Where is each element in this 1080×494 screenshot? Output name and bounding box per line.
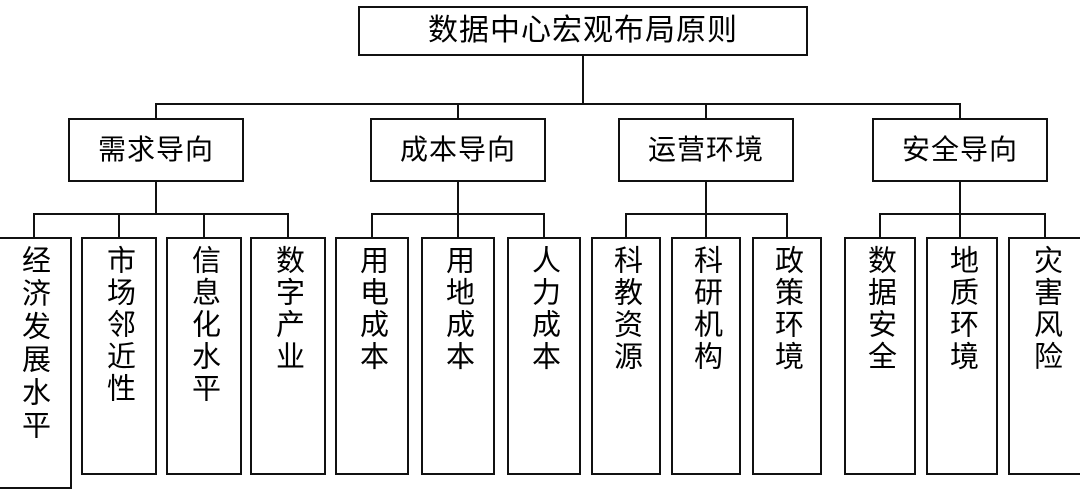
connector-drop-leaf-1-2 [118, 213, 120, 238]
leaf-node-4-3-label: 灾害风险 [1029, 245, 1064, 373]
leaf-node-2-2-label: 用地成本 [441, 245, 476, 373]
leaf-node-1-3-label: 信息化水平 [187, 245, 222, 405]
leaf-node-4-2-label: 地质环境 [945, 245, 980, 373]
connector-drop-cat-3 [705, 103, 707, 119]
connector-group1-bus [33, 213, 289, 215]
connector-drop-leaf-4-1 [879, 213, 881, 238]
leaf-node-3-3[interactable]: 政策环境 [752, 237, 822, 475]
leaf-node-2-2[interactable]: 用地成本 [421, 237, 495, 475]
leaf-node-2-1-label: 用电成本 [355, 245, 390, 373]
category-node-4-label: 安全导向 [901, 133, 1018, 167]
leaf-node-1-4-label: 数字产业 [271, 245, 306, 373]
leaf-node-4-1-label: 数据安全 [863, 245, 898, 373]
leaf-node-4-1[interactable]: 数据安全 [844, 237, 916, 475]
leaf-node-3-3-label: 政策环境 [770, 245, 805, 373]
connector-drop-leaf-4-3 [1044, 213, 1046, 238]
root-node-label: 数据中心宏观布局原则 [428, 13, 738, 49]
connector-stem-cat-1 [155, 182, 157, 214]
connector-group4-bus [879, 213, 1046, 215]
connector-drop-cat-2 [457, 103, 459, 119]
connector-stem-cat-2 [457, 182, 459, 214]
connector-level1-bus [155, 103, 961, 105]
connector-drop-leaf-2-2 [457, 213, 459, 238]
leaf-node-2-1[interactable]: 用电成本 [335, 237, 409, 475]
connector-drop-cat-4 [959, 103, 961, 119]
category-node-1[interactable]: 需求导向 [68, 118, 244, 182]
leaf-node-2-3-label: 人力成本 [527, 245, 562, 373]
connector-drop-leaf-2-3 [543, 213, 545, 238]
connector-root-stem [582, 56, 584, 104]
connector-drop-leaf-4-2 [959, 213, 961, 238]
connector-drop-leaf-2-1 [371, 213, 373, 238]
connector-drop-cat-1 [155, 103, 157, 119]
leaf-node-1-2[interactable]: 市场邻近性 [81, 237, 157, 475]
leaf-node-4-3[interactable]: 灾害风险 [1008, 237, 1080, 475]
category-node-3-label: 运营环境 [647, 133, 764, 167]
category-node-2[interactable]: 成本导向 [370, 118, 546, 182]
connector-stem-cat-3 [705, 182, 707, 214]
leaf-node-1-1[interactable]: 经济发展水平 [0, 237, 72, 489]
leaf-node-1-1-label: 经济发展水平 [17, 245, 52, 443]
category-node-4[interactable]: 安全导向 [872, 118, 1048, 182]
leaf-node-1-3[interactable]: 信息化水平 [166, 237, 242, 475]
connector-drop-leaf-3-3 [786, 213, 788, 238]
leaf-node-1-4[interactable]: 数字产业 [250, 237, 326, 475]
connector-drop-leaf-3-2 [705, 213, 707, 238]
leaf-node-1-2-label: 市场邻近性 [102, 245, 137, 405]
leaf-node-3-1-label: 科教资源 [609, 245, 644, 373]
connector-drop-leaf-1-3 [203, 213, 205, 238]
leaf-node-4-2[interactable]: 地质环境 [926, 237, 998, 475]
leaf-node-3-2-label: 科研机构 [689, 245, 724, 373]
root-node[interactable]: 数据中心宏观布局原则 [358, 6, 808, 56]
leaf-node-2-3[interactable]: 人力成本 [507, 237, 581, 475]
leaf-node-3-2[interactable]: 科研机构 [671, 237, 741, 475]
connector-drop-leaf-3-1 [625, 213, 627, 238]
category-node-3[interactable]: 运营环境 [618, 118, 794, 182]
connector-drop-leaf-1-1 [33, 213, 35, 238]
category-node-1-label: 需求导向 [97, 133, 214, 167]
category-node-2-label: 成本导向 [399, 133, 516, 167]
connector-stem-cat-4 [959, 182, 961, 214]
leaf-node-3-1[interactable]: 科教资源 [591, 237, 661, 475]
connector-drop-leaf-1-4 [287, 213, 289, 238]
